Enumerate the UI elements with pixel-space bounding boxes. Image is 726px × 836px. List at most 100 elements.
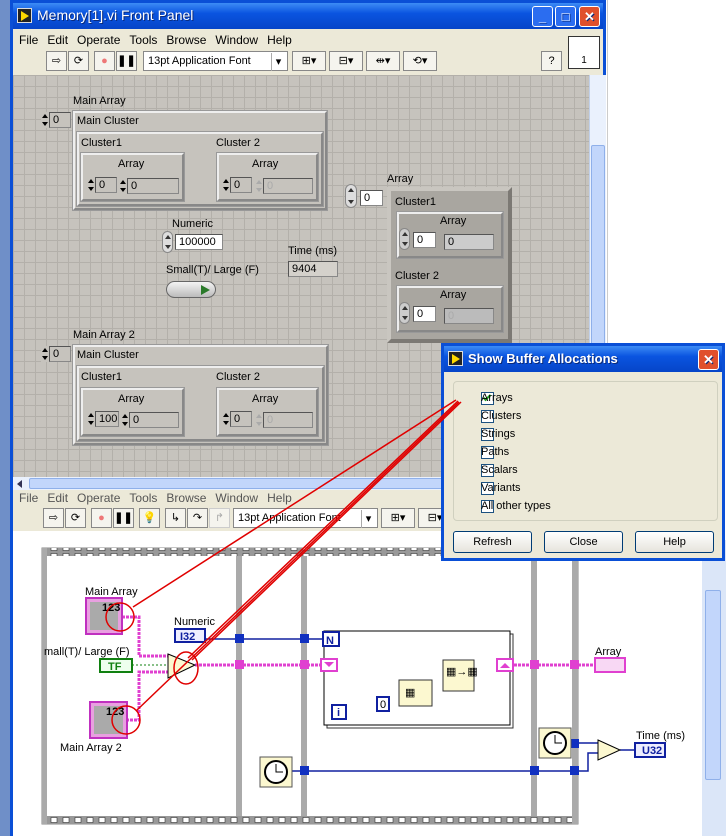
array-index[interactable]: 0 <box>413 232 436 248</box>
option-arrays[interactable]: Arrays <box>444 392 644 408</box>
checkbox[interactable] <box>481 392 494 405</box>
option-clusters[interactable]: Clusters <box>444 410 644 426</box>
front-panel-titlebar[interactable]: Memory[1].vi Front Panel _ □ ✕ <box>13 3 603 29</box>
loop-count-label: N <box>326 635 334 647</box>
value-spinner[interactable] <box>121 412 129 428</box>
bd-menu-operate[interactable]: Operate <box>77 491 121 505</box>
tick-count-clock-icon[interactable] <box>259 756 293 788</box>
checkbox[interactable] <box>481 410 494 423</box>
bd-abort-button[interactable]: ● <box>91 508 112 528</box>
index-spinner[interactable] <box>41 112 49 128</box>
index-spinner[interactable] <box>222 177 230 193</box>
array-label: Array <box>118 158 145 170</box>
sequence-film-bottom <box>42 816 578 824</box>
run-continuous-button[interactable]: ⟳ <box>68 51 89 71</box>
array-index[interactable]: 0 <box>95 177 117 193</box>
time-terminal[interactable] <box>634 742 666 758</box>
index-spinner[interactable] <box>345 184 357 208</box>
maximize-button[interactable]: □ <box>555 6 576 27</box>
bd-run-button[interactable]: ⇨ <box>43 508 64 528</box>
close-button[interactable]: ✕ <box>579 6 600 27</box>
option-scalars[interactable]: Scalars <box>444 464 644 480</box>
array-indicator-terminal[interactable] <box>594 657 626 673</box>
dialog-close-button[interactable]: ✕ <box>698 349 719 370</box>
run-button[interactable]: ⇨ <box>46 51 67 71</box>
index-spinner[interactable] <box>399 302 410 324</box>
help-button[interactable]: ? <box>541 51 562 71</box>
value-spinner[interactable] <box>255 178 263 194</box>
connector-number: 1 <box>581 55 587 66</box>
align-button[interactable]: ⊞▾ <box>292 51 326 71</box>
resize-button[interactable]: ⇹▾ <box>366 51 400 71</box>
checkbox[interactable] <box>481 464 494 477</box>
toggle-terminal[interactable] <box>99 658 133 673</box>
for-loop[interactable]: N i 0 ▦ ▦→▦ <box>320 630 514 729</box>
option-paths[interactable]: Paths <box>444 446 644 462</box>
menu-browse[interactable]: Browse <box>166 33 207 47</box>
help-dialog-button[interactable]: Help <box>635 531 714 553</box>
array-index[interactable]: 0 <box>413 306 436 322</box>
index-spinner[interactable] <box>87 411 95 427</box>
index-spinner[interactable] <box>41 346 49 362</box>
array-element[interactable]: 0 <box>263 412 313 428</box>
time-terminal-type: U32 <box>642 745 662 757</box>
small-large-toggle[interactable] <box>166 281 216 298</box>
checkbox[interactable] <box>481 482 494 495</box>
menu-edit[interactable]: Edit <box>47 33 69 47</box>
array-element[interactable]: 0 <box>129 412 179 428</box>
numeric-control[interactable]: 100000 <box>175 234 223 250</box>
subtract-node[interactable] <box>597 739 622 761</box>
scroll-left-icon[interactable] <box>17 480 22 488</box>
cluster2-label: Cluster 2 <box>216 137 261 149</box>
value-spinner[interactable] <box>119 178 127 194</box>
option-label: Scalars <box>481 464 518 476</box>
index-spinner[interactable] <box>87 177 95 193</box>
checkbox[interactable] <box>481 446 494 459</box>
index-spinner[interactable] <box>399 228 410 250</box>
distribute-button[interactable]: ⊟▾ <box>329 51 363 71</box>
main-array-index[interactable]: 0 <box>49 112 71 128</box>
array-element[interactable]: 0 <box>127 178 179 194</box>
menu-operate[interactable]: Operate <box>77 33 121 47</box>
dialog-title: Show Buffer Allocations <box>468 351 618 366</box>
bd-menu-edit[interactable]: Edit <box>47 491 69 505</box>
abort-button[interactable]: ● <box>94 51 115 71</box>
pause-button[interactable]: ❚❚ <box>116 51 137 71</box>
array-element[interactable]: 0 <box>263 178 313 194</box>
main-array-terminal[interactable]: 123 <box>85 597 123 635</box>
main-array2-index[interactable]: 0 <box>49 346 71 362</box>
connector-pane-icon[interactable]: 1 <box>568 36 600 69</box>
value-spinner[interactable] <box>255 412 263 428</box>
checkbox[interactable] <box>481 500 494 513</box>
close-dialog-button[interactable]: Close <box>544 531 623 553</box>
time-label: Time (ms) <box>288 245 338 257</box>
array-index[interactable]: 0 <box>230 411 252 427</box>
menu-tools[interactable]: Tools <box>129 33 158 47</box>
menu-file[interactable]: File <box>19 33 39 47</box>
tick-count-clock-icon[interactable] <box>538 727 572 759</box>
block-diagram-scrollbar[interactable] <box>700 540 726 836</box>
array-index[interactable]: 100 <box>95 411 119 427</box>
main-array2-terminal[interactable]: 123 <box>89 701 128 739</box>
dialog-titlebar[interactable]: Show Buffer Allocations ✕ <box>444 346 722 372</box>
option-variants[interactable]: Variants <box>444 482 644 498</box>
numeric-increment-decrement[interactable] <box>162 231 173 253</box>
refresh-button[interactable]: Refresh <box>453 531 532 553</box>
option-all-other-types[interactable]: All other types <box>444 500 644 516</box>
array-index[interactable]: 0 <box>230 177 252 193</box>
frame-divider <box>531 556 537 816</box>
index-spinner[interactable] <box>222 411 230 427</box>
menu-window[interactable]: Window <box>215 33 259 47</box>
checkbox[interactable] <box>481 428 494 441</box>
bd-pause-button[interactable]: ❚❚ <box>113 508 134 528</box>
bd-menu-file[interactable]: File <box>19 491 39 505</box>
array-index[interactable]: 0 <box>360 190 383 206</box>
minimize-button[interactable]: _ <box>532 6 553 27</box>
font-select[interactable]: 13pt Application Font▾ <box>143 51 288 71</box>
bd-run-continuous-button[interactable]: ⟳ <box>65 508 86 528</box>
option-strings[interactable]: Strings <box>444 428 644 444</box>
menu-help[interactable]: Help <box>267 33 292 47</box>
reorder-button[interactable]: ⟲▾ <box>403 51 437 71</box>
array-subset-node <box>398 679 433 707</box>
